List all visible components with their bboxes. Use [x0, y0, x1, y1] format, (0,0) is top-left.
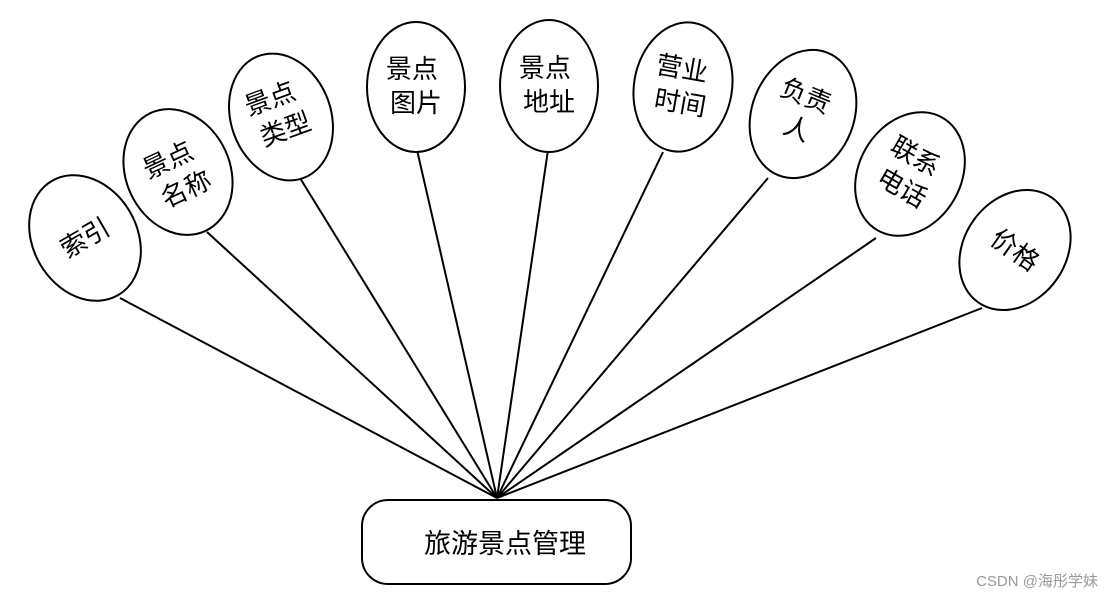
attribute-type-label: 景点 类型: [241, 74, 320, 155]
connector-line-address: [496, 149, 549, 499]
attribute-group: 索引 景点 名称 景点 类型 景点 图片: [28, 19, 1072, 312]
attribute-price: 价格: [958, 188, 1072, 312]
attribute-phone-label: 联系 电话: [868, 131, 952, 217]
connector-line-image: [416, 149, 498, 499]
attribute-name-label: 景点 名称: [138, 133, 220, 216]
attribute-image-label: 景点 图片: [386, 55, 446, 119]
attribute-address-label: 景点 地址: [519, 54, 579, 118]
connector-line-name: [206, 231, 498, 499]
attribute-type: 景点 类型: [228, 52, 334, 182]
connector-lines: [119, 149, 983, 499]
attribute-image: 景点 图片: [366, 21, 466, 153]
connector-line-phone: [496, 237, 877, 499]
entity-box: 旅游景点管理: [361, 499, 632, 585]
attribute-name: 景点 名称: [122, 108, 234, 236]
connector-line-price: [496, 307, 983, 499]
connector-line-manager: [496, 177, 769, 499]
attribute-address: 景点 地址: [499, 19, 599, 153]
connector-line-type: [299, 177, 498, 499]
connector-line-hours: [496, 151, 664, 499]
attribute-phone: 联系 电话: [854, 111, 966, 237]
entity-label: 旅游景点管理: [424, 529, 586, 560]
watermark-text: CSDN @海彤学妹: [976, 573, 1098, 590]
attribute-index: 索引: [28, 174, 142, 302]
connector-line-index: [119, 297, 498, 499]
attribute-hours: 营业 时间: [632, 21, 734, 153]
attribute-manager: 负责 人: [748, 48, 858, 180]
